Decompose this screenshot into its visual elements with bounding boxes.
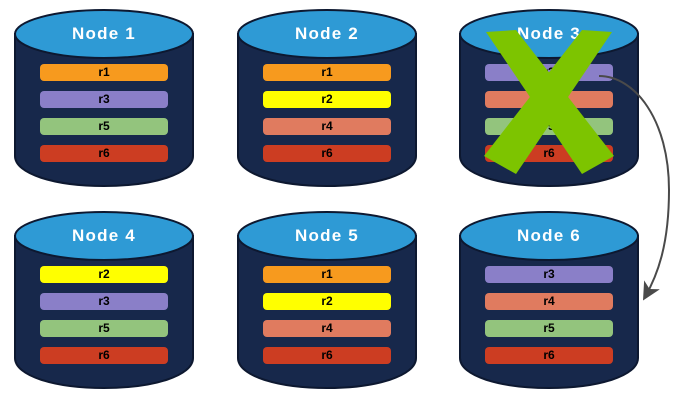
replica-stack: r1 r3 r5 r6 [40,64,168,172]
replica-bar-r3[interactable]: r3 [485,266,613,283]
replica-bar-r6[interactable]: r6 [40,347,168,364]
replica-bar-r5[interactable]: r5 [485,320,613,337]
cylinder-top-disc [237,9,417,59]
cylinder-top-disc [237,211,417,261]
replica-bar-r5[interactable]: r5 [40,118,168,135]
replica-bar-r5[interactable]: r5 [485,118,613,135]
cylinder-top-disc [459,9,639,59]
replica-stack: r1 r2 r4 r6 [263,64,391,172]
replica-stack: r2 r3 r5 r6 [40,266,168,374]
replica-bar-r6[interactable]: r6 [40,145,168,162]
cylinder-top-disc [14,9,194,59]
replica-stack: r3 r4 r5 r6 [485,266,613,374]
replica-bar-r2[interactable]: r2 [263,293,391,310]
replica-bar-r6[interactable]: r6 [263,145,391,162]
replica-stack: r1 r2 r4 r6 [263,266,391,374]
replica-bar-r4[interactable]: r4 [485,91,613,108]
replica-bar-r6[interactable]: r6 [485,347,613,364]
replica-bar-r2[interactable]: r2 [263,91,391,108]
replica-stack: r3 r4 r5 r6 [485,64,613,172]
replica-bar-r3[interactable]: r3 [485,64,613,81]
replica-bar-r1[interactable]: r1 [40,64,168,81]
replica-bar-r5[interactable]: r5 [40,320,168,337]
replica-bar-r4[interactable]: r4 [263,320,391,337]
replica-bar-r1[interactable]: r1 [263,64,391,81]
replica-bar-r2[interactable]: r2 [40,266,168,283]
replica-bar-r4[interactable]: r4 [263,118,391,135]
replica-bar-r3[interactable]: r3 [40,91,168,108]
replica-bar-r4[interactable]: r4 [485,293,613,310]
replica-bar-r6[interactable]: r6 [263,347,391,364]
cylinder-top-disc [14,211,194,261]
replica-bar-r3[interactable]: r3 [40,293,168,310]
replica-bar-r6[interactable]: r6 [485,145,613,162]
replica-bar-r1[interactable]: r1 [263,266,391,283]
cylinder-top-disc [459,211,639,261]
